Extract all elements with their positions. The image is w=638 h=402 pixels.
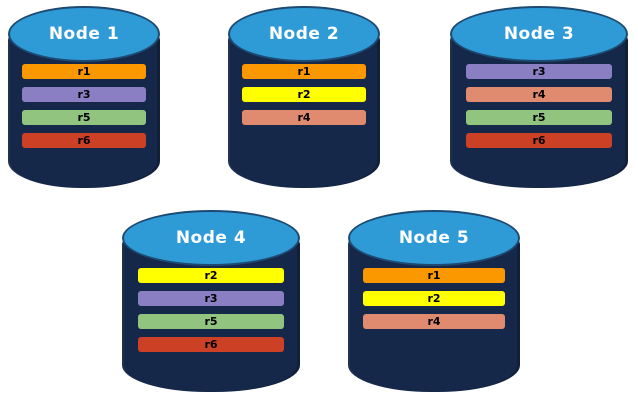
replica-bar[interactable]: r5: [466, 110, 612, 125]
replica-bar[interactable]: r2: [363, 291, 505, 306]
replica-bar[interactable]: r1: [363, 268, 505, 283]
node-title: Node 4: [175, 228, 247, 248]
replica-label: r2: [297, 88, 311, 101]
database-node-3[interactable]: Node 3 r3 r4 r5 r6: [450, 6, 628, 188]
replica-bar[interactable]: r6: [138, 337, 284, 352]
replica-bar[interactable]: r5: [138, 314, 284, 329]
replica-label: r1: [297, 65, 311, 78]
replica-bar[interactable]: r3: [466, 64, 612, 79]
replica-list: r2 r3 r5 r6: [122, 268, 300, 352]
node-top-cap: Node 3: [450, 6, 628, 62]
node-title: Node 2: [268, 24, 340, 44]
replica-label: r4: [427, 315, 441, 328]
node-title: Node 3: [503, 24, 575, 44]
replica-bar[interactable]: r3: [21, 87, 147, 102]
replica-bar[interactable]: r1: [21, 64, 147, 79]
replica-label: r6: [204, 338, 218, 351]
node-top-cap: Node 4: [122, 210, 300, 266]
replica-bar[interactable]: r1: [241, 64, 367, 79]
replica-bar[interactable]: r4: [241, 110, 367, 125]
database-node-5[interactable]: Node 5 r1 r2 r4: [348, 210, 520, 392]
replica-list: r1 r3 r5 r6: [8, 64, 160, 148]
replica-label: r5: [204, 315, 218, 328]
replica-label: r2: [427, 292, 441, 305]
cylinder-icon: Node 1: [8, 6, 160, 188]
replica-bar[interactable]: r6: [21, 133, 147, 148]
node-title: Node 1: [48, 24, 120, 44]
node-title: Node 5: [398, 228, 470, 248]
replica-bar[interactable]: r4: [363, 314, 505, 329]
replica-bar[interactable]: r4: [466, 87, 612, 102]
replica-label: r6: [77, 134, 91, 147]
replica-label: r5: [77, 111, 91, 124]
replica-bar[interactable]: r6: [466, 133, 612, 148]
database-node-1[interactable]: Node 1 r1 r3 r5 r6: [8, 6, 160, 188]
replica-list: r1 r2 r4: [228, 64, 380, 125]
replica-label: r1: [77, 65, 91, 78]
replica-bar[interactable]: r5: [21, 110, 147, 125]
node-top-cap: Node 5: [348, 210, 520, 266]
replica-list: r1 r2 r4: [348, 268, 520, 329]
database-node-4[interactable]: Node 4 r2 r3 r5 r6: [122, 210, 300, 392]
cylinder-icon: Node 4: [122, 210, 300, 392]
cylinder-icon: Node 2: [228, 6, 380, 188]
replica-label: r6: [532, 134, 546, 147]
replica-bar[interactable]: r3: [138, 291, 284, 306]
replica-label: r3: [204, 292, 218, 305]
replica-label: r4: [532, 88, 546, 101]
cylinder-icon: Node 3: [450, 6, 628, 188]
replica-label: r3: [77, 88, 91, 101]
replica-list: r3 r4 r5 r6: [450, 64, 628, 148]
database-node-2[interactable]: Node 2 r1 r2 r4: [228, 6, 380, 188]
replica-bar[interactable]: r2: [241, 87, 367, 102]
replica-bar[interactable]: r2: [138, 268, 284, 283]
cylinder-icon: Node 5: [348, 210, 520, 392]
node-top-cap: Node 2: [228, 6, 380, 62]
replica-label: r2: [204, 269, 218, 282]
replica-label: r3: [532, 65, 546, 78]
replica-label: r5: [532, 111, 546, 124]
replica-label: r1: [427, 269, 441, 282]
replica-label: r4: [297, 111, 311, 124]
node-top-cap: Node 1: [8, 6, 160, 62]
